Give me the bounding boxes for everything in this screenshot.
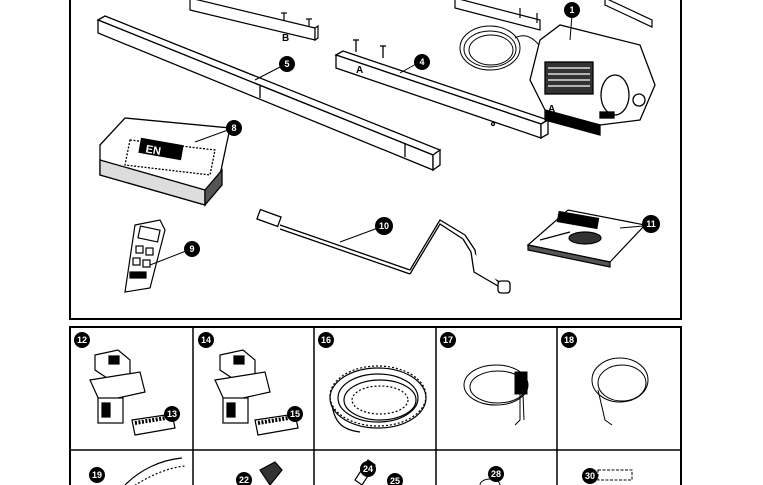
control-box-brand: EN [145,143,162,157]
callout-17-number: 17 [443,335,453,345]
motor-label: A [548,104,555,115]
callout-17: 17 [440,332,456,348]
callout-24-number: 24 [363,464,373,474]
cross-tube-a [334,39,550,140]
callout-24: 24 [360,461,376,477]
callout-13: 13 [164,406,180,422]
callout-28: 28 [488,466,504,482]
cable [591,357,649,426]
callout-14: 14 [198,332,214,348]
callout-18-number: 18 [564,335,574,345]
callout-8-number: 8 [231,123,236,133]
callout-9-number: 9 [189,244,194,254]
tube-a-label: A [356,65,363,76]
remote-control [124,219,166,293]
callout-16: 16 [318,332,334,348]
part-30 [597,469,633,481]
callout-12: 12 [74,332,90,348]
bracket-set-2 [214,349,299,436]
callout-8: 8 [194,120,242,143]
top-right-tube [454,0,653,31]
hose-19 [124,457,186,485]
callout-10: 10 [339,217,393,243]
callout-4-number: 4 [419,57,424,67]
callout-30-number: 30 [585,471,595,481]
callout-25: 25 [387,473,403,485]
corrugated-hose [329,365,427,433]
callout-4: 4 [399,54,430,74]
connecting-tube [96,15,442,172]
part-22 [259,461,283,485]
crank-handle [256,208,511,294]
callout-19-number: 19 [92,470,102,480]
callout-25-number: 25 [390,476,400,485]
callout-13-number: 13 [167,409,177,419]
callout-19: 19 [89,467,105,483]
callout-28-number: 28 [491,469,501,479]
callout-11: 11 [619,215,660,233]
tube-b-label: B [282,33,289,44]
bracket-set-1 [89,349,176,436]
callout-12-number: 12 [77,335,87,345]
callout-5: 5 [254,56,295,81]
bottom-grid [69,326,682,485]
callout-22-number: 22 [239,475,249,485]
callout-9: 9 [149,241,200,266]
motor-cable [459,25,549,71]
callout-1: 1 [564,2,580,41]
tube-b [189,0,319,42]
callout-1-number: 1 [569,5,574,15]
callout-14-number: 14 [201,335,211,345]
callout-15-number: 15 [290,409,300,419]
callout-5-number: 5 [284,59,289,69]
callout-15: 15 [287,406,303,422]
callout-16-number: 16 [321,335,331,345]
motor-unit [529,24,656,136]
top-panel-frame [69,0,682,320]
callout-30: 30 [582,468,598,484]
power-cable [463,364,529,426]
manual-booklet [526,209,647,268]
callout-22: 22 [236,472,252,485]
callout-11-number: 11 [646,219,656,229]
control-box [99,117,231,207]
callout-18: 18 [561,332,577,348]
callout-10-number: 10 [379,221,389,231]
